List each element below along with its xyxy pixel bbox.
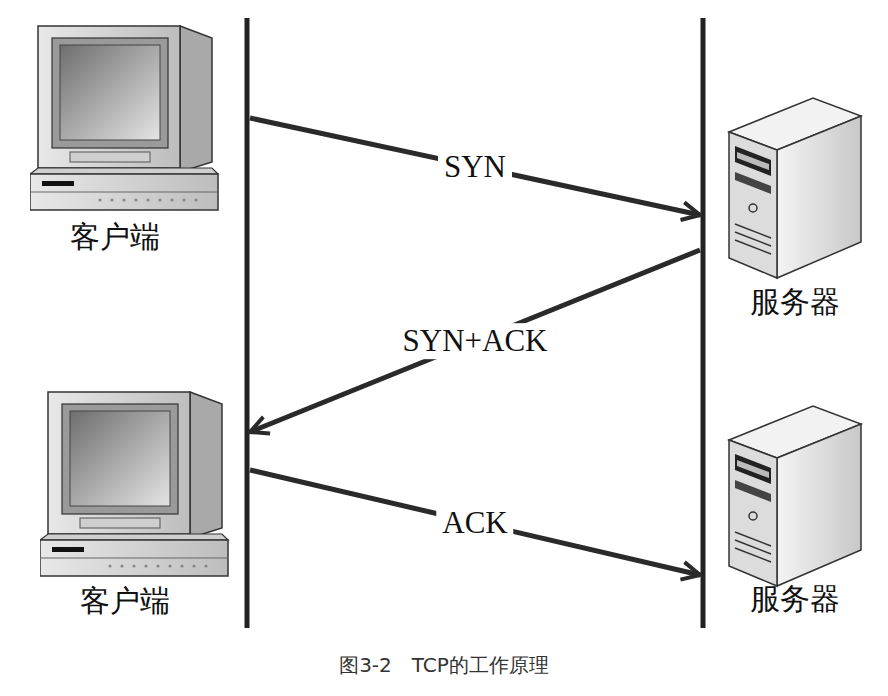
server-node: 服务器 (703, 90, 878, 335)
message-arrow (250, 118, 700, 215)
node-label: 客户端 (80, 584, 170, 617)
server-tower (729, 406, 861, 586)
message-label: ACK (436, 505, 513, 541)
server-tower (729, 98, 861, 278)
client-node: 客户端 (20, 382, 247, 627)
client-computer (30, 26, 218, 210)
node-label: 服务器 (750, 285, 840, 318)
node-label: 客户端 (70, 220, 160, 253)
node-label: 服务器 (750, 582, 840, 615)
message-arrow (250, 250, 700, 432)
client-computer (40, 392, 228, 576)
message-label: SYN (438, 149, 512, 185)
message-label: SYN+ACK (397, 323, 554, 359)
message-arrow (250, 470, 700, 575)
client-node: 客户端 (20, 15, 247, 260)
server-node: 服务器 (703, 395, 878, 640)
server-timeline (701, 18, 706, 628)
figure-caption: 图3-2 TCP的工作原理 (0, 652, 888, 679)
client-timeline (245, 18, 250, 628)
